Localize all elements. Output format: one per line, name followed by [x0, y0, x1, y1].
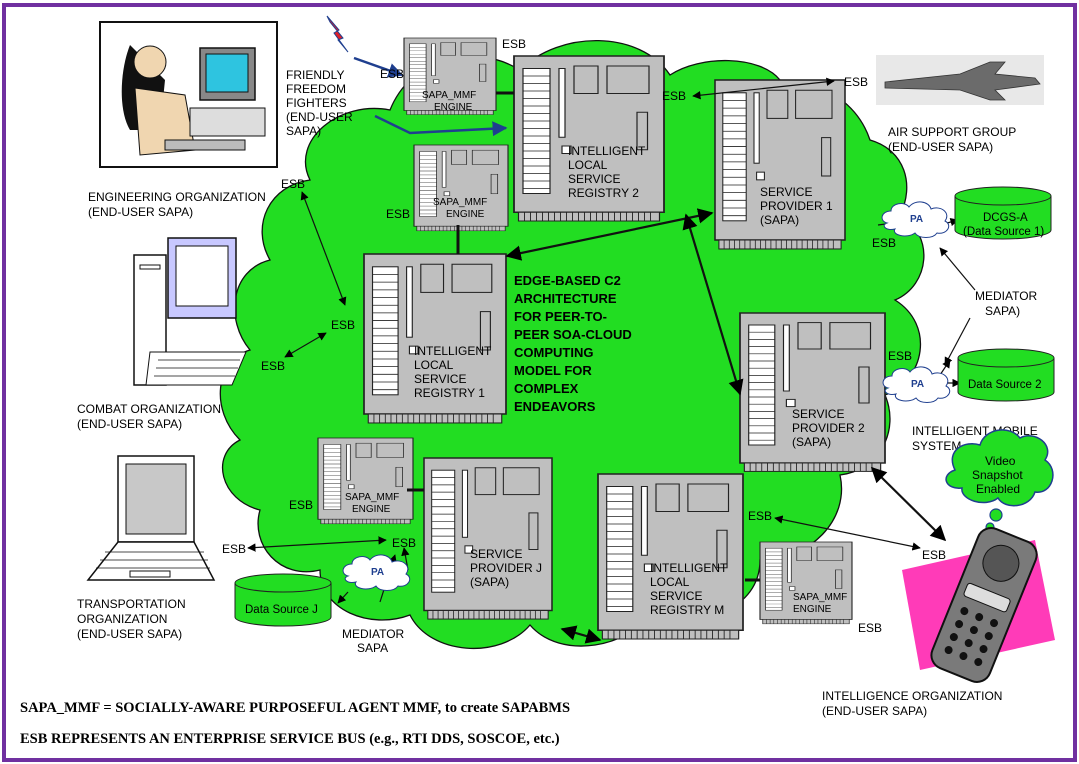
sp2-label-1: SERVICE: [792, 407, 844, 421]
footer-line-2: ESB REPRESENTS AN ENTERPRISE SERVICE BUS…: [20, 731, 560, 747]
esb-label-13: ESB: [392, 536, 416, 550]
ilsr1-label-3: SERVICE: [414, 372, 466, 386]
center-line-2: ARCHITECTURE: [514, 291, 617, 306]
pa-label-3: PA: [371, 567, 384, 578]
ilsr2-label-3: SERVICE: [568, 172, 620, 186]
ilsr1-label-1: INTELLIGENT: [414, 344, 492, 358]
engine-right-label-2: ENGINE: [793, 604, 832, 615]
ilsr2-label-4: REGISTRY 2: [568, 186, 639, 200]
engine-top-label-1: SAPA_MMF: [422, 90, 476, 101]
transportation-label-1: TRANSPORTATION: [77, 597, 186, 611]
air-support-label-2: (END-USER SAPA): [888, 140, 993, 154]
pa-label-1: PA: [910, 214, 923, 225]
dsj-database: Data Source J: [235, 574, 331, 626]
spj-label-3: (SAPA): [470, 575, 509, 589]
combat-label-1: COMBAT ORGANIZATION: [77, 402, 221, 416]
desktop-computer-icon: [134, 238, 246, 385]
sp1-label-3: (SAPA): [760, 213, 799, 227]
video-label-2: Snapshot: [972, 468, 1023, 482]
intelligence-label-2: (END-USER SAPA): [822, 704, 927, 718]
air-support-label-1: AIR SUPPORT GROUP: [888, 125, 1016, 139]
engineering-label-1: ENGINEERING ORGANIZATION: [88, 190, 266, 204]
esb-label-5: ESB: [281, 177, 305, 191]
dcgs-database: DCGS-A (Data Source 1): [955, 187, 1051, 239]
woman-computer-icon: [100, 22, 277, 167]
esb-label-4: ESB: [844, 75, 868, 89]
engine-top-label-2: ENGINE: [434, 102, 473, 113]
ilsr1-label-2: LOCAL: [414, 358, 454, 372]
mobile-label-2: SYSTEM: [912, 439, 961, 453]
ilsrm-label-4: REGISTRY M: [650, 603, 724, 617]
ilsr2-label-2: LOCAL: [568, 158, 608, 172]
intelligence-label-1: INTELLIGENCE ORGANIZATION: [822, 689, 1002, 703]
mediator-label-1: MEDIATOR: [975, 289, 1038, 303]
esb-label-8: ESB: [261, 359, 285, 373]
esb-label-1: ESB: [502, 37, 526, 51]
video-label-1: Video: [985, 454, 1016, 468]
dsj-label: Data Source J: [245, 604, 318, 616]
ilsrm-label-3: SERVICE: [650, 589, 702, 603]
ilsrm-label-1: INTELLIGENT: [650, 561, 728, 575]
engine-left-label-1: SAPA_MMF: [345, 492, 399, 503]
center-line-6: MODEL FOR: [514, 363, 592, 378]
center-line-5: COMPUTING: [514, 345, 593, 360]
esb-label-10: ESB: [888, 349, 912, 363]
esb-label-11: ESB: [289, 498, 313, 512]
esb-label-15: ESB: [922, 548, 946, 562]
friendly-label-2: FREEDOM: [286, 82, 346, 96]
combat-label-2: (END-USER SAPA): [77, 417, 182, 431]
friendly-label-1: FRIENDLY: [286, 68, 344, 82]
esb-label-3: ESB: [662, 89, 686, 103]
engine-mid-label-2: ENGINE: [446, 209, 485, 220]
mediator-label-2: SAPA): [985, 304, 1020, 318]
ilsrm-label-2: LOCAL: [650, 575, 690, 589]
dcgs-label-2: (Data Source 1): [963, 226, 1044, 238]
center-line-7: COMPLEX: [514, 381, 579, 396]
sp2-label-2: PROVIDER 2: [792, 421, 865, 435]
transportation-label-2: ORGANIZATION: [77, 612, 167, 626]
esb-label-6: ESB: [386, 207, 410, 221]
center-line-4: PEER SOA-CLOUD: [514, 327, 632, 342]
center-line-3: FOR PEER-TO-: [514, 309, 607, 324]
sp1-label-1: SERVICE: [760, 185, 812, 199]
engine-left-label-2: ENGINE: [352, 504, 391, 515]
esb-label-9: ESB: [872, 236, 896, 250]
sp1-label-2: PROVIDER 1: [760, 199, 833, 213]
center-line-8: ENDEAVORS: [514, 399, 596, 414]
ilsr2-label-1: INTELLIGENT: [568, 144, 646, 158]
friendly-label-5: SAPA): [286, 124, 321, 138]
spj-label-2: PROVIDER J: [470, 561, 542, 575]
engine-mid-label-1: SAPA_MMF: [433, 197, 487, 208]
esb-label-14: ESB: [748, 509, 772, 523]
esb-label-7: ESB: [331, 318, 355, 332]
dcgs-label-1: DCGS-A: [983, 212, 1028, 224]
ds2-database: Data Source 2: [958, 349, 1054, 401]
spj-board: [424, 458, 552, 619]
transportation-label-3: (END-USER SAPA): [77, 627, 182, 641]
esb-label-16: ESB: [858, 621, 882, 635]
ilsr1-label-4: REGISTRY 1: [414, 386, 485, 400]
mediator-bottom-label-1: MEDIATOR: [342, 627, 405, 641]
friendly-label-4: (END-USER: [286, 110, 353, 124]
pa-label-2: PA: [911, 379, 924, 390]
video-label-3: Enabled: [976, 482, 1020, 496]
friendly-label-3: FIGHTERS: [286, 96, 347, 110]
spj-label-1: SERVICE: [470, 547, 522, 561]
database-icon: [235, 574, 331, 626]
esb-label-12: ESB: [222, 542, 246, 556]
jet-icon: [876, 55, 1044, 105]
mediator-bottom-label-2: SAPA: [357, 641, 388, 655]
ds2-label: Data Source 2: [968, 379, 1042, 391]
esb-label-2: ESB: [380, 67, 404, 81]
database-icon: [958, 349, 1054, 401]
engineering-label-2: (END-USER SAPA): [88, 205, 193, 219]
sp2-label-3: (SAPA): [792, 435, 831, 449]
engine-right-label-1: SAPA_MMF: [793, 592, 847, 603]
center-line-1: EDGE-BASED C2: [514, 273, 621, 288]
footer-line-1: SAPA_MMF = SOCIALLY-AWARE PURPOSEFUL AGE…: [20, 700, 570, 716]
